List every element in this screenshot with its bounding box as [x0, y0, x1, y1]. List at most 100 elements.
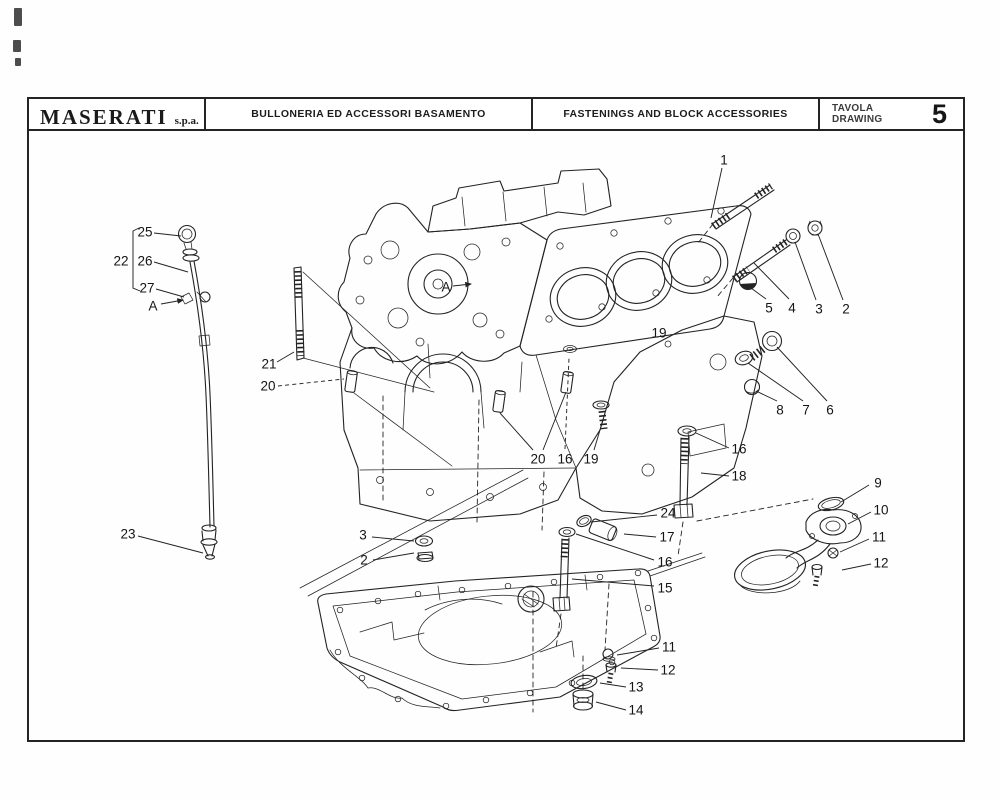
oring-24 — [576, 514, 592, 528]
threaded-plug — [747, 330, 783, 363]
drain-plug — [572, 689, 594, 711]
callout-leader-12 — [620, 667, 659, 671]
callout-label-11: 11 — [872, 530, 886, 545]
scan-speck — [14, 8, 22, 26]
callout-label-6: 6 — [826, 403, 834, 418]
callout-leader-4 — [753, 262, 790, 300]
callout-leader-17 — [623, 533, 657, 538]
title-italian: BULLONERIA ED ACCESSORI BASAMENTO — [251, 108, 486, 120]
callout-label-18: 18 — [731, 469, 746, 484]
engine-block — [337, 168, 763, 522]
callout-leader-11 — [839, 538, 870, 553]
callout-leader-18 — [700, 472, 730, 477]
nut-top — [807, 220, 823, 236]
callout-label-19: 19 — [651, 326, 666, 341]
callout-label-25: 25 — [137, 225, 152, 240]
callout-label-24: 24 — [660, 506, 676, 521]
callout-leader-21 — [276, 351, 295, 363]
title-english: FASTENINGS AND BLOCK ACCESSORIES — [563, 108, 788, 120]
callout-label-10: 10 — [873, 503, 888, 518]
callout-label-14: 14 — [628, 703, 644, 718]
nut-2-bottom — [416, 551, 434, 563]
callout-leader-3 — [371, 536, 415, 542]
callout-leader-11 — [616, 647, 660, 656]
title-italian-cell: BULLONERIA ED ACCESSORI BASAMENTO — [206, 99, 533, 129]
callout-label-26: 26 — [137, 254, 152, 269]
callout-leader-20 — [499, 412, 534, 451]
brand-name: MASERATI — [40, 105, 168, 129]
callout-label-1: 1 — [720, 153, 728, 168]
callout-leader-5 — [750, 287, 767, 300]
callout-label-20: 20 — [530, 452, 545, 467]
cup-plug — [743, 378, 761, 396]
pickup-bolt — [811, 563, 823, 589]
callout-label-7: 7 — [802, 403, 810, 418]
callout-label-5: 5 — [765, 301, 773, 316]
cylinder-bores — [549, 234, 729, 327]
callout-label-3: 3 — [815, 302, 823, 317]
washer-3-bottom — [414, 535, 434, 547]
callout-leader-2 — [817, 233, 844, 301]
callout-label-2: 2 — [360, 553, 368, 568]
callout-label-12: 12 — [660, 663, 675, 678]
callout-label-A: A — [148, 299, 157, 314]
callout-leader-7 — [747, 362, 804, 402]
bolt-15 — [552, 526, 576, 612]
dipstick-assembly — [177, 224, 218, 560]
stud-short — [731, 238, 791, 283]
scan-speck — [13, 40, 21, 52]
callout-label-12: 12 — [873, 556, 888, 571]
pan-nut — [602, 648, 616, 662]
pickup-nut — [827, 547, 839, 559]
callout-leader-23 — [137, 535, 204, 554]
callout-leader-6 — [776, 346, 828, 402]
callout-leader-8 — [755, 390, 778, 402]
stud-long — [711, 183, 775, 230]
callout-label-17: 17 — [659, 530, 674, 545]
callout-leader-12 — [841, 563, 872, 571]
core-plug — [738, 271, 758, 291]
callout-leader-A — [452, 281, 472, 288]
callout-leader-16 — [575, 533, 655, 561]
callout-label-16: 16 — [557, 452, 572, 467]
callout-leader-20 — [277, 378, 345, 387]
callout-leader-22 — [132, 227, 141, 292]
callout-leader-26 — [153, 261, 189, 273]
scan-speck — [15, 58, 21, 66]
plate-number: 5 — [931, 99, 947, 129]
callout-label-27: 27 — [139, 281, 154, 296]
callout-label-9: 9 — [874, 476, 882, 491]
tavola-label: TAVOLA DRAWING — [832, 103, 883, 125]
washer-top — [785, 228, 801, 244]
oil-pickup-assembly — [734, 496, 862, 594]
callout-label-4: 4 — [788, 301, 796, 316]
callout-leader-19 — [593, 419, 604, 451]
callout-leader-1 — [710, 167, 723, 219]
callout-label-2: 2 — [842, 302, 850, 317]
bushing-17 — [588, 518, 618, 542]
callout-label-16: 16 — [731, 442, 746, 457]
brand-cell: MASERATI s.p.a. — [29, 99, 206, 129]
assembly-axes — [382, 223, 814, 713]
callout-label-19: 19 — [583, 452, 598, 467]
gasket-strip — [293, 266, 435, 393]
bolt-19 — [592, 400, 610, 430]
dipstick-clamp — [180, 291, 211, 305]
oil-pan — [299, 469, 706, 712]
callout-leader-A — [160, 298, 184, 305]
callout-label-22: 22 — [113, 254, 128, 269]
pan-bolt-holes — [334, 569, 658, 710]
callout-leader-10 — [847, 511, 872, 525]
callout-leader-15 — [571, 578, 655, 587]
head-bolt-holes — [545, 207, 725, 323]
callout-label-20: 20 — [260, 379, 275, 394]
callout-leader-3 — [794, 241, 817, 301]
callout-label-11: 11 — [662, 640, 676, 655]
plug-washer — [734, 350, 754, 366]
callout-label-8: 8 — [776, 403, 784, 418]
callout-label-23: 23 — [120, 527, 135, 542]
callout-leader-27 — [155, 288, 185, 298]
